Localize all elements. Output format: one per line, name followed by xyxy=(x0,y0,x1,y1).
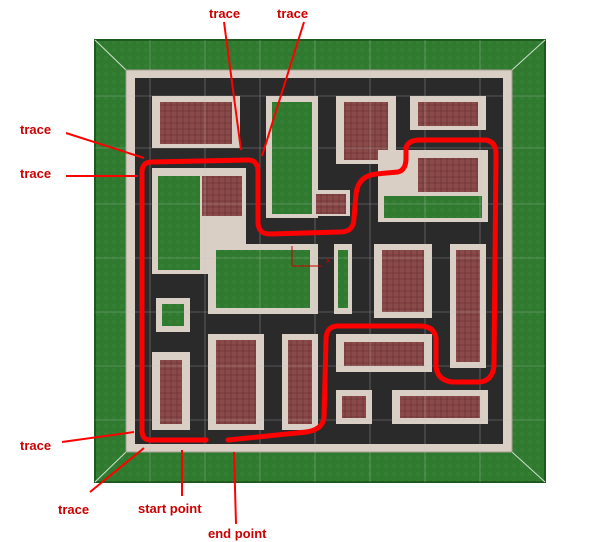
trace-label-top-2: trace xyxy=(277,6,308,21)
start-point-label: start point xyxy=(138,501,202,516)
trace-label-left-2: trace xyxy=(20,166,51,181)
trace-label-left-3: trace xyxy=(20,438,51,453)
grid-overlay xyxy=(95,40,545,482)
trace-label-bottom: trace xyxy=(58,502,89,517)
end-point-label: end point xyxy=(208,526,267,541)
annotation-arrows xyxy=(61,21,305,525)
trace-label-top-1: trace xyxy=(209,6,240,21)
axis-x-label: x xyxy=(326,255,331,265)
trace-path xyxy=(139,137,499,443)
axis-gizmo: x xyxy=(291,246,331,267)
trace-label-left-1: trace xyxy=(20,122,51,137)
